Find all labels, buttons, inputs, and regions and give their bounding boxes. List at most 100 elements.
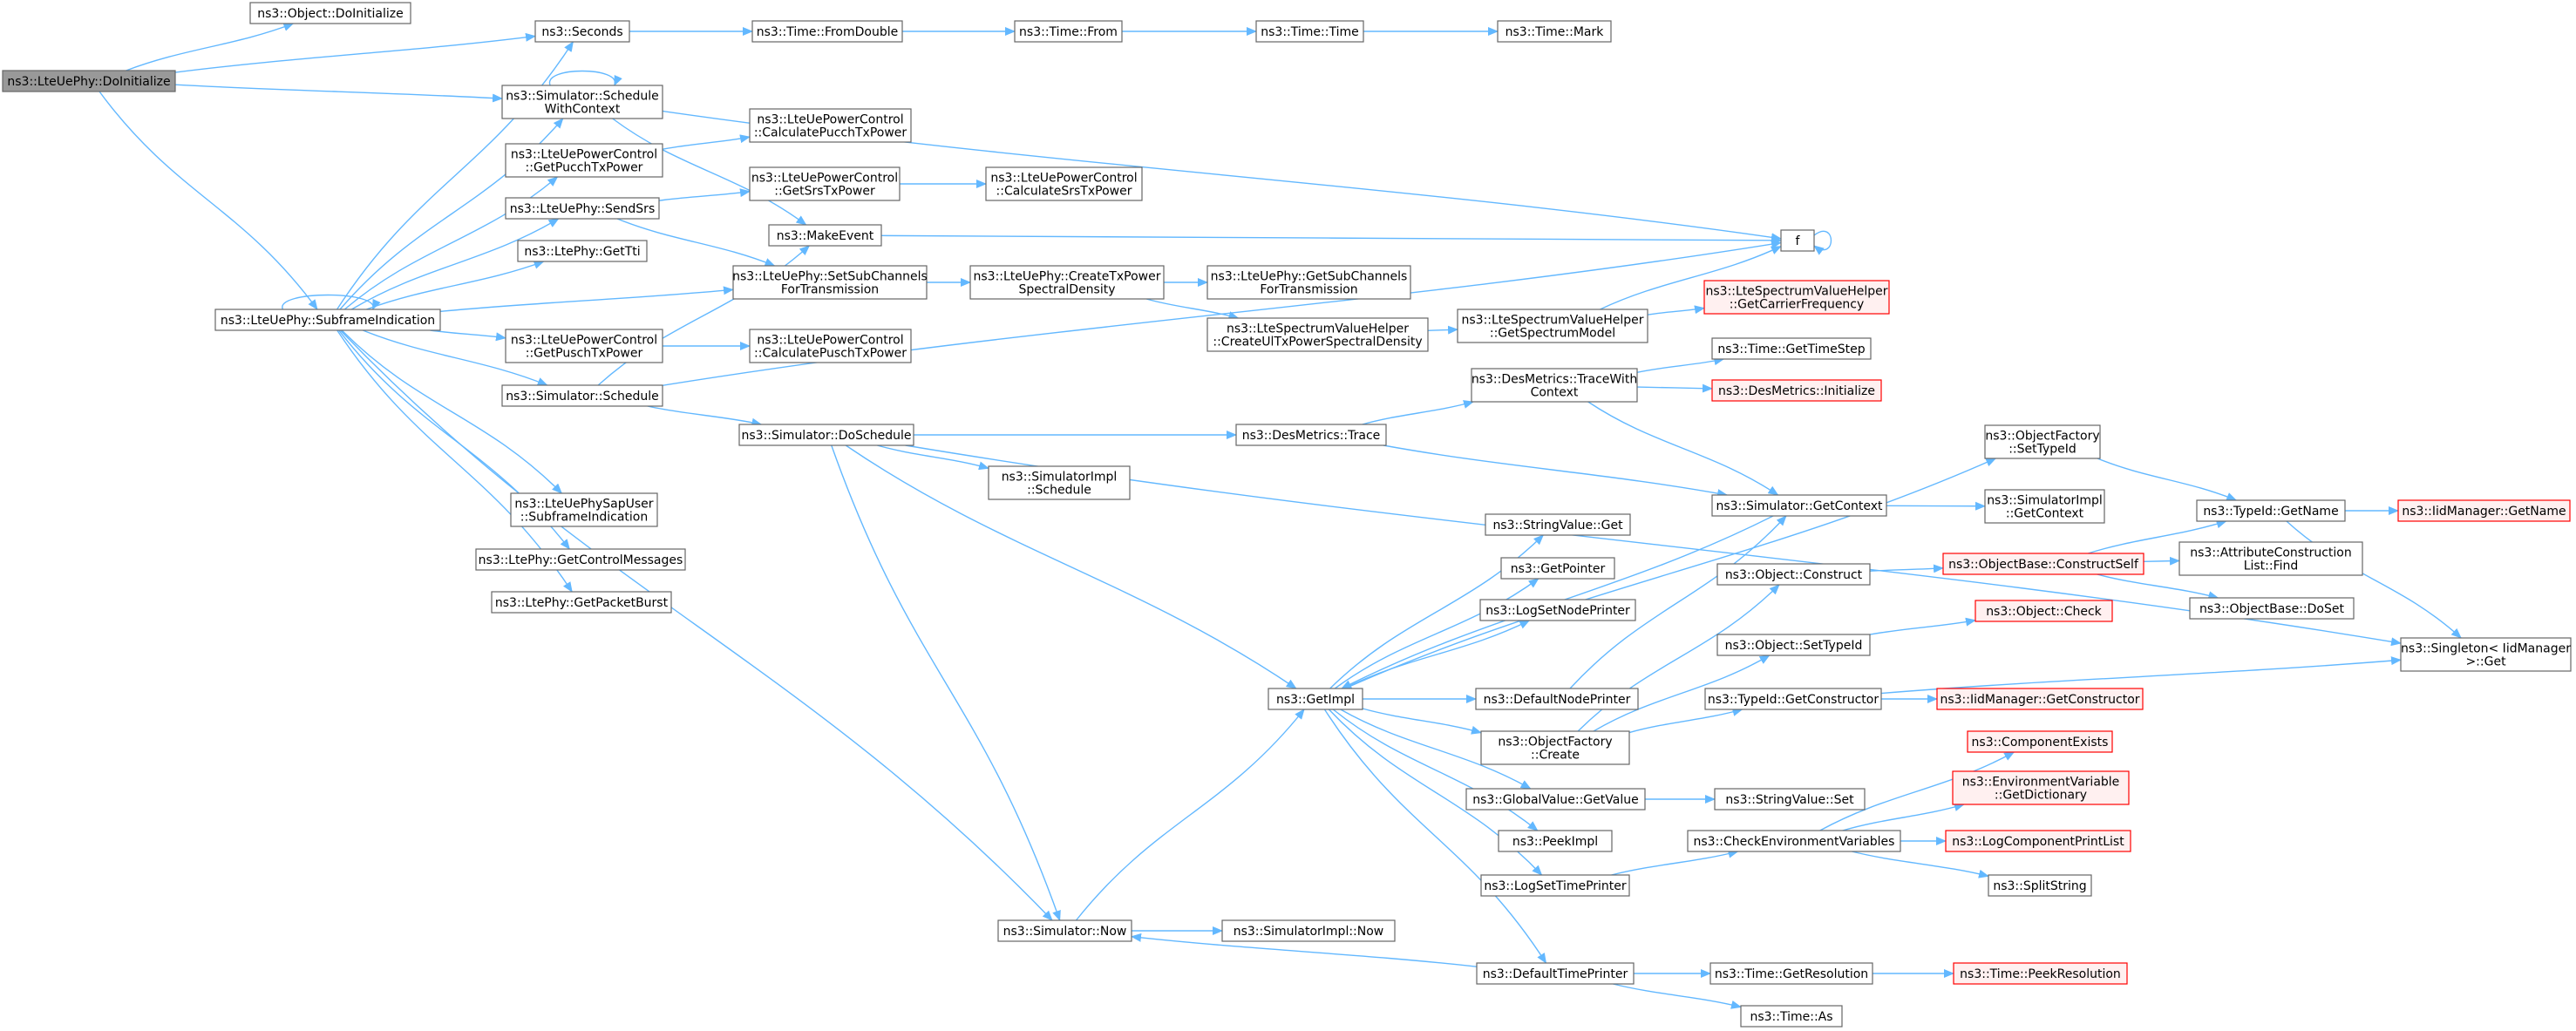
node-time[interactable]: ns3::Time::Time xyxy=(1255,20,1364,43)
node-createul[interactable]: ns3::LteSpectrumValueHelper::CreateUlTxP… xyxy=(1206,317,1429,352)
node-ctrlmsg[interactable]: ns3::LtePhy::GetControlMessages xyxy=(475,548,686,571)
node-box xyxy=(1221,919,1396,942)
node-label: ns3::Seconds xyxy=(541,25,622,39)
node-mark[interactable]: ns3::Time::Mark xyxy=(1497,20,1612,43)
node-from[interactable]: ns3::Time::From xyxy=(1014,20,1123,43)
node-desinit[interactable]: ns3::DesMetrics::Initialize xyxy=(1711,379,1882,402)
call-edge-getimpl-to-peekimpl xyxy=(1332,709,1539,831)
node-subframe[interactable]: ns3::LteUePhy::SubframeIndication xyxy=(214,309,441,331)
node-timeas[interactable]: ns3::Time::As xyxy=(1740,1005,1843,1028)
node-label: ns3::ObjectBase::ConstructSelf xyxy=(1948,558,2139,572)
node-compexists[interactable]: ns3::ComponentExists xyxy=(1967,730,2113,753)
node-objsettype[interactable]: ns3::Object::SetTypeId xyxy=(1716,634,1871,656)
node-singleton[interactable]: ns3::Singleton< IidManager>::Get xyxy=(2400,637,2572,672)
node-now[interactable]: ns3::Simulator::Now xyxy=(997,919,1132,942)
node-gvget[interactable]: ns3::GlobalValue::GetValue xyxy=(1465,788,1646,811)
node-constructself[interactable]: ns3::ObjectBase::ConstructSelf xyxy=(1942,553,2144,575)
node-box xyxy=(1716,634,1871,656)
call-edge-settypeid_of-to-getname xyxy=(2097,458,2238,501)
node-sapuser[interactable]: ns3::LteUePhySapUser::SubframeIndication xyxy=(510,492,658,527)
node-box xyxy=(1711,337,1872,360)
node-getres[interactable]: ns3::Time::GetResolution xyxy=(1709,962,1873,985)
node-getpusch[interactable]: ns3::LteUePowerControl::GetPuschTxPower xyxy=(505,329,663,363)
node-splitstr[interactable]: ns3::SplitString xyxy=(1988,874,2092,897)
node-calcsrs[interactable]: ns3::LteUePowerControl::CalculateSrsTxPo… xyxy=(985,166,1143,201)
node-implctx[interactable]: ns3::SimulatorImpl::GetContext xyxy=(1984,489,2105,524)
node-getconstructor[interactable]: ns3::TypeId::GetConstructor xyxy=(1704,688,1882,710)
node-envdict[interactable]: ns3::EnvironmentVariable::GetDictionary xyxy=(1952,770,2130,805)
node-root[interactable]: ns3::LteUePhy::DoInitialize xyxy=(2,70,176,92)
call-edge-deftime-to-now xyxy=(1131,933,1478,967)
node-deftime[interactable]: ns3::DefaultTimePrinter xyxy=(1476,962,1635,985)
node-makeevent[interactable]: ns3::MakeEvent xyxy=(768,224,882,247)
node-getsrs[interactable]: ns3::LteUePowerControl::GetSrsTxPower xyxy=(749,166,901,201)
node-createtx[interactable]: ns3::LteUePhy::CreateTxPowerSpectralDens… xyxy=(969,265,1165,300)
call-edge-trace-to-getctx xyxy=(1383,444,1729,498)
node-f[interactable]: f xyxy=(1780,229,1815,252)
node-label: ns3::SplitString xyxy=(1993,879,2086,893)
node-label: WithContext xyxy=(545,103,621,117)
node-getimpl[interactable]: ns3::GetImpl xyxy=(1268,688,1363,710)
node-implnow[interactable]: ns3::SimulatorImpl::Now xyxy=(1221,919,1396,942)
node-strset[interactable]: ns3::StringValue::Set xyxy=(1714,788,1866,811)
node-ofcreate[interactable]: ns3::ObjectFactory::Create xyxy=(1480,730,1630,765)
node-getpointer[interactable]: ns3::GetPointer xyxy=(1500,557,1615,580)
node-carrier[interactable]: ns3::LteSpectrumValueHelper::GetCarrierF… xyxy=(1703,280,1890,315)
node-gettti[interactable]: ns3::LtePhy::GetTti xyxy=(517,240,648,262)
node-doschedule[interactable]: ns3::Simulator::DoSchedule xyxy=(738,424,914,446)
node-box xyxy=(1235,424,1387,446)
node-trace[interactable]: ns3::DesMetrics::Trace xyxy=(1235,424,1387,446)
node-strget[interactable]: ns3::StringValue::Get xyxy=(1485,513,1631,536)
node-schedule[interactable]: ns3::Simulator::Schedule xyxy=(501,384,663,407)
node-fromdouble[interactable]: ns3::Time::FromDouble xyxy=(751,20,903,43)
call-edge-subframe-to-sapuser xyxy=(341,329,563,494)
node-box xyxy=(1475,688,1639,710)
node-peekimpl[interactable]: ns3::PeekImpl xyxy=(1498,830,1613,852)
node-lognode[interactable]: ns3::LogSetNodePrinter xyxy=(1479,599,1636,621)
node-checkenv[interactable]: ns3::CheckEnvironmentVariables xyxy=(1687,830,1901,852)
node-construct[interactable]: ns3::Object::Construct xyxy=(1716,563,1871,586)
node-label: ns3::LteUePowerControl xyxy=(990,172,1137,186)
node-label: ns3::DesMetrics::Initialize xyxy=(1718,384,1875,398)
node-peekres[interactable]: ns3::Time::PeekResolution xyxy=(1953,962,2128,985)
node-box xyxy=(749,329,912,363)
node-defnode[interactable]: ns3::DefaultNodePrinter xyxy=(1475,688,1639,710)
node-logtime[interactable]: ns3::LogSetTimePrinter xyxy=(1480,874,1630,897)
node-objcheck[interactable]: ns3::Object::Check xyxy=(1974,600,2113,622)
node-label: ns3::Time::As xyxy=(1750,1010,1832,1024)
node-label: ns3::SimulatorImpl xyxy=(1987,494,2103,508)
node-label: ns3::DefaultNodePrinter xyxy=(1484,693,1631,707)
node-implsched[interactable]: ns3::SimulatorImpl::Schedule xyxy=(988,465,1131,500)
node-calcpucch[interactable]: ns3::LteUePowerControl::CalculatePucchTx… xyxy=(749,108,912,143)
node-getname[interactable]: ns3::TypeId::GetName xyxy=(2196,499,2346,522)
node-timestep[interactable]: ns3::Time::GetTimeStep xyxy=(1711,337,1872,360)
node-logcomp[interactable]: ns3::LogComponentPrintList xyxy=(1945,830,2131,852)
node-label: ns3::LteUePowerControl xyxy=(757,334,903,348)
node-label: ns3::StringValue::Set xyxy=(1725,793,1854,807)
node-label: ForTransmission xyxy=(781,283,879,297)
node-obj_doinit[interactable]: ns3::Object::DoInitialize xyxy=(249,2,411,24)
node-settypeid_of[interactable]: ns3::ObjectFactory::SetTypeId xyxy=(1984,424,2101,459)
node-setsub[interactable]: ns3::LteUePhy::SetSubChannelsForTransmis… xyxy=(732,265,928,300)
call-edge-tracewith-to-desinit xyxy=(1636,383,1713,393)
node-iidgetctor[interactable]: ns3::IidManager::GetConstructor xyxy=(1936,688,2144,710)
node-getpucch[interactable]: ns3::LteUePowerControl::GetPucchTxPower xyxy=(505,143,663,178)
node-getsub[interactable]: ns3::LteUePhy::GetSubChannelsForTransmis… xyxy=(1206,265,1411,300)
node-box xyxy=(2178,541,2363,576)
node-iidgetname[interactable]: ns3::IidManager::GetName xyxy=(2397,499,2571,522)
node-box xyxy=(214,309,441,331)
node-box xyxy=(1988,874,2092,897)
node-seconds[interactable]: ns3::Seconds xyxy=(534,20,630,43)
node-calcpusch[interactable]: ns3::LteUePowerControl::CalculatePuschTx… xyxy=(749,329,912,363)
call-edge-objsettype-to-objcheck xyxy=(1869,617,1976,635)
node-label: ns3::SimulatorImpl xyxy=(1002,471,1118,485)
node-getctx[interactable]: ns3::Simulator::GetContext xyxy=(1711,494,1887,517)
node-pktburst[interactable]: ns3::LtePhy::GetPacketBurst xyxy=(491,591,672,614)
node-sendsrs[interactable]: ns3::LteUePhy::SendSrs xyxy=(505,197,660,220)
node-label: ns3::Object::Construct xyxy=(1725,568,1863,582)
node-specmodel[interactable]: ns3::LteSpectrumValueHelper::GetSpectrum… xyxy=(1457,309,1648,343)
node-doset[interactable]: ns3::ObjectBase::DoSet xyxy=(2189,597,2355,620)
